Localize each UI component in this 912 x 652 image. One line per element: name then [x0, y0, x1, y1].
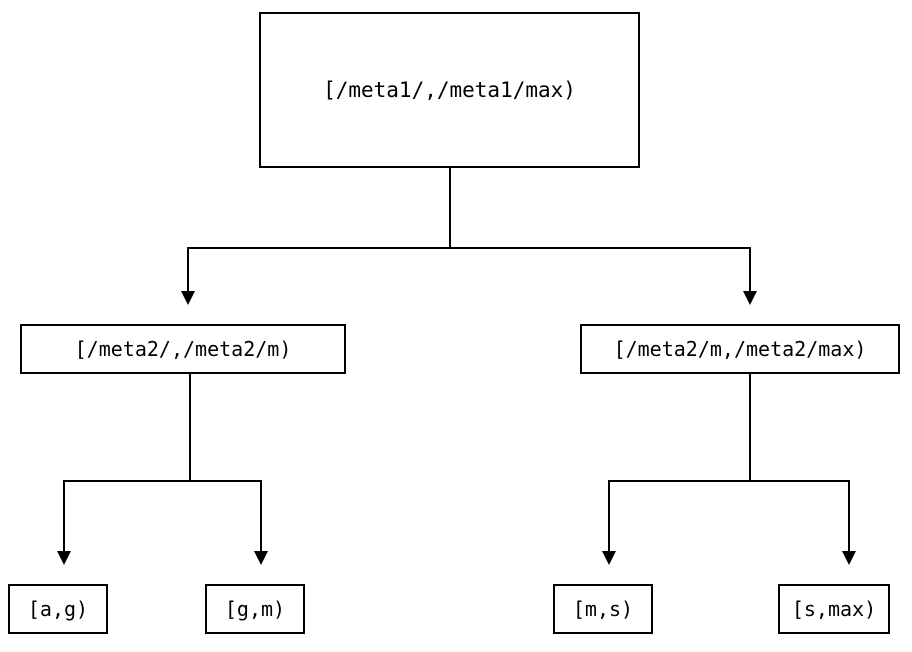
- tree-node-mid-left[interactable]: [/meta2/,/meta2/m): [20, 324, 346, 374]
- tree-node-mid-left-label: [/meta2/,/meta2/m): [74, 337, 292, 361]
- edge-mid-left-leaf-ag: [57, 374, 191, 565]
- tree-node-leaf-ag[interactable]: [a,g): [8, 584, 108, 634]
- tree-node-leaf-gm-label: [g,m): [224, 597, 286, 621]
- tree-node-leaf-ms-label: [m,s): [572, 597, 634, 621]
- arrowhead-icon: [602, 551, 616, 565]
- tree-node-mid-right-label: [/meta2/m,/meta2/max): [613, 337, 867, 361]
- edge-root-mid-right: [450, 247, 757, 305]
- edge-mid-right-leaf-smax: [750, 480, 856, 565]
- arrowhead-icon: [743, 291, 757, 305]
- tree-node-root[interactable]: [/meta1/,/meta1/max): [259, 12, 640, 168]
- edge-root-mid-left: [181, 168, 451, 305]
- edge-mid-right-leaf-ms: [602, 374, 751, 565]
- arrowhead-icon: [57, 551, 71, 565]
- tree-node-mid-right[interactable]: [/meta2/m,/meta2/max): [580, 324, 900, 374]
- tree-node-leaf-gm[interactable]: [g,m): [205, 584, 305, 634]
- edge-mid-left-leaf-gm: [190, 480, 268, 565]
- arrowhead-icon: [181, 291, 195, 305]
- tree-node-leaf-ag-label: [a,g): [27, 597, 89, 621]
- tree-node-root-label: [/meta1/,/meta1/max): [323, 78, 576, 102]
- tree-node-leaf-smax[interactable]: [s,max): [778, 584, 890, 634]
- tree-node-leaf-smax-label: [s,max): [791, 597, 877, 621]
- arrowhead-icon: [842, 551, 856, 565]
- tree-node-leaf-ms[interactable]: [m,s): [553, 584, 653, 634]
- arrowhead-icon: [254, 551, 268, 565]
